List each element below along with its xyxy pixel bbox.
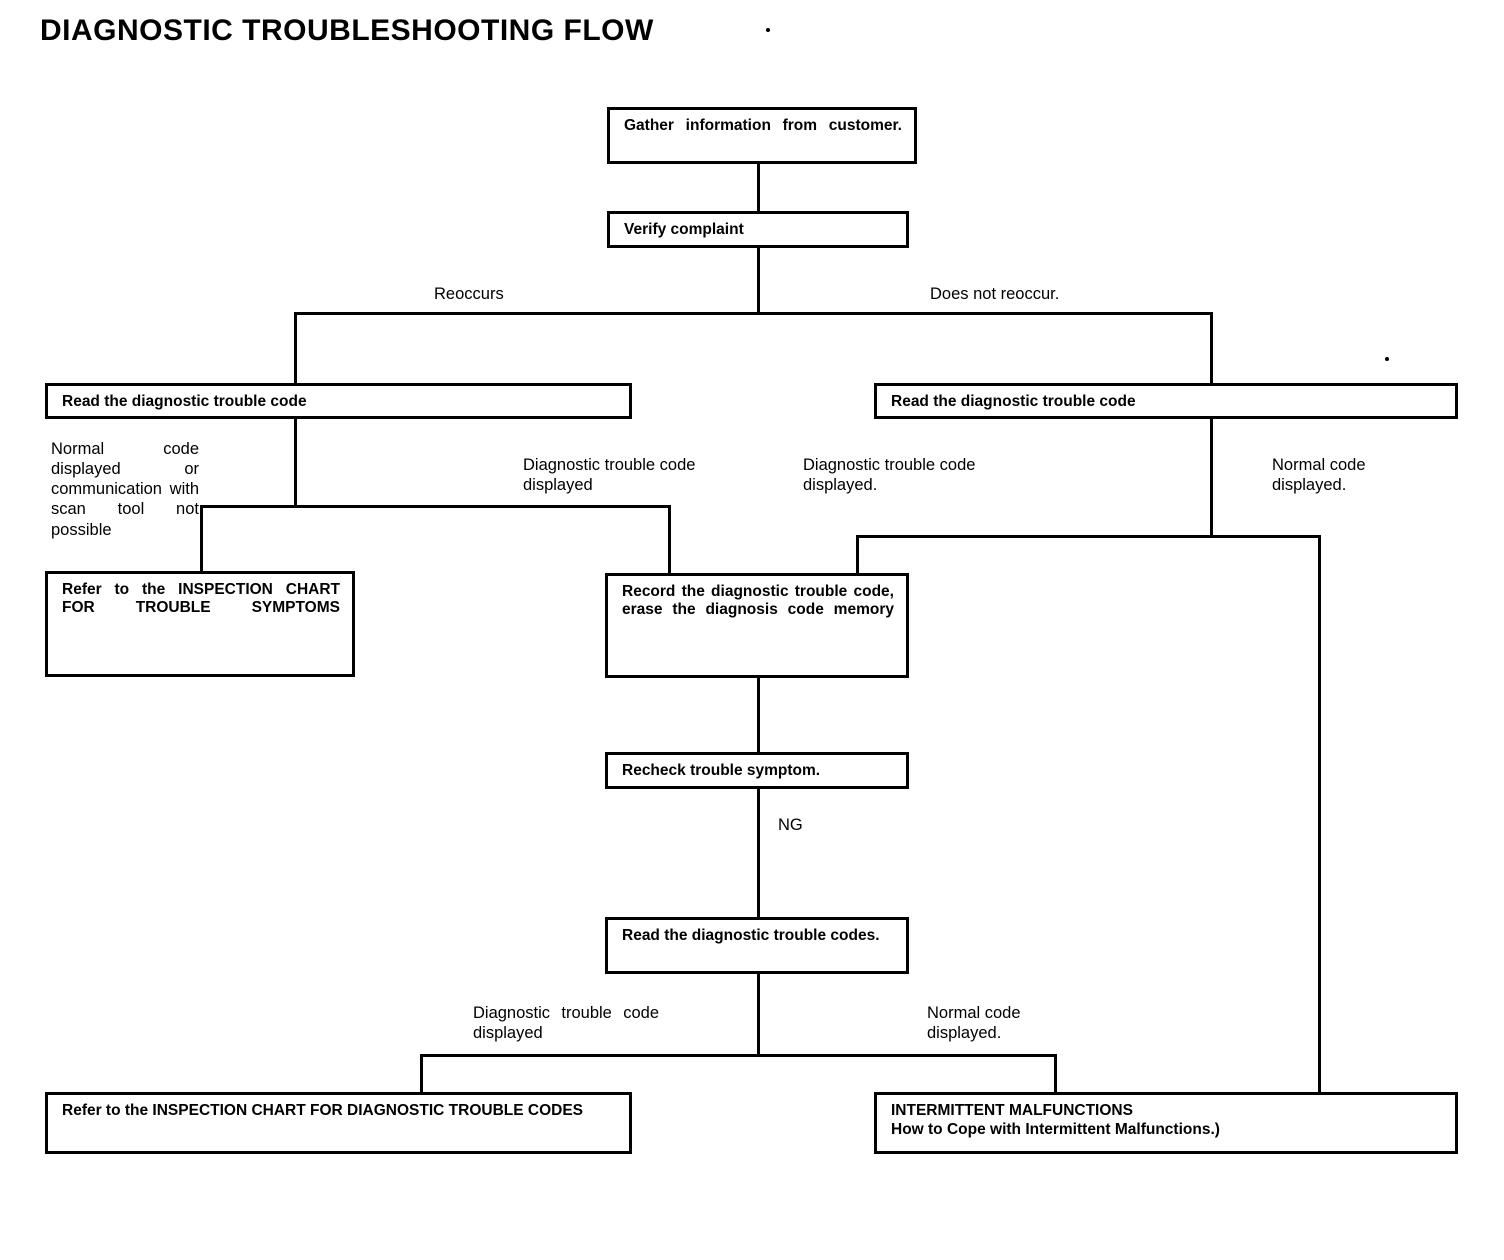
connector-bottom-left-leg <box>420 1054 423 1092</box>
node-read-dtc-left-label: Read the diagnostic trouble code <box>62 393 307 410</box>
node-refer-inspection-chart-codes-label: Refer to the INSPECTION CHART FOR DIAGNO… <box>62 1102 583 1119</box>
connector-verify-down <box>757 248 760 314</box>
edge-label-normal-or-no-communication: Normal code displayed or communication w… <box>51 440 199 539</box>
edge-label-dtc-displayed-left: Diagnostic trouble code displayed <box>523 456 696 495</box>
connector-left-to-record <box>668 505 671 573</box>
node-read-dtc-right[interactable]: Read the diagnostic trouble code <box>874 383 1458 419</box>
connector-right-bar <box>856 535 1321 538</box>
connector-split-bar-top <box>294 312 1213 315</box>
connector-right-to-record <box>856 535 859 573</box>
edge-label-does-not-reoccur: Does not reoccur. <box>930 285 1060 303</box>
page-title: DIAGNOSTIC TROUBLESHOOTING FLOW <box>40 14 654 47</box>
node-read-dtc-codes[interactable]: Read the diagnostic trouble codes. <box>605 917 909 974</box>
connector-recheck-to-read-codes <box>757 789 760 917</box>
connector-split-right-leg <box>1210 312 1213 384</box>
node-intermittent-malfunctions-line1: INTERMITTENT MALFUNCTIONS <box>891 1102 1133 1119</box>
connector-left-bar <box>200 505 671 508</box>
connector-left-to-inspection <box>200 505 203 573</box>
edge-label-dtc-displayed-right: Diagnostic trouble code displayed. <box>803 456 976 495</box>
node-refer-inspection-chart-symptoms-label: Refer to the INSPECTION CHART FOR TROUBL… <box>62 581 340 617</box>
node-intermittent-malfunctions[interactable]: INTERMITTENT MALFUNCTIONS How to Cope wi… <box>874 1092 1458 1154</box>
node-read-dtc-codes-label: Read the diagnostic trouble codes. <box>622 927 880 944</box>
node-record-erase-code-label: Record the diagnostic trouble code, eras… <box>622 583 894 619</box>
connector-right-box-down <box>1210 419 1213 535</box>
node-refer-inspection-chart-symptoms[interactable]: Refer to the INSPECTION CHART FOR TROUBL… <box>45 571 355 677</box>
node-read-dtc-left[interactable]: Read the diagnostic trouble code <box>45 383 632 419</box>
node-gather-information-label: Gather information from customer. <box>624 117 902 134</box>
node-intermittent-malfunctions-line2: How to Cope with Intermittent Malfunctio… <box>891 1121 1220 1139</box>
node-recheck-trouble-symptom-label: Recheck trouble symptom. <box>622 762 821 779</box>
node-verify-complaint-label: Verify complaint <box>624 221 744 238</box>
node-read-dtc-right-label: Read the diagnostic trouble code <box>891 393 1136 410</box>
connector-right-to-intermittent <box>1318 535 1321 1093</box>
connector-left-box-down <box>294 419 297 505</box>
node-gather-information[interactable]: Gather information from customer. <box>607 107 917 164</box>
connector-record-to-recheck <box>757 678 760 752</box>
node-verify-complaint[interactable]: Verify complaint <box>607 211 909 248</box>
node-record-erase-code[interactable]: Record the diagnostic trouble code, eras… <box>605 573 909 678</box>
edge-label-normal-displayed-bottom: Normal code displayed. <box>927 1004 1021 1043</box>
edge-label-normal-displayed-right: Normal code displayed. <box>1272 456 1366 495</box>
edge-label-dtc-displayed-bottom: Diagnostic trouble code displayed <box>473 1004 659 1043</box>
node-refer-inspection-chart-codes[interactable]: Refer to the INSPECTION CHART FOR DIAGNO… <box>45 1092 632 1154</box>
stray-speck-right-icon <box>1385 357 1389 361</box>
edge-label-ng: NG <box>778 816 803 834</box>
connector-bottom-right-leg <box>1054 1054 1057 1092</box>
connector-bottom-bar <box>420 1054 1057 1057</box>
connector-split-left-leg <box>294 312 297 384</box>
connector-gather-to-verify <box>757 164 760 211</box>
edge-label-reoccurs: Reoccurs <box>434 285 504 303</box>
connector-read-codes-down <box>757 974 760 1054</box>
title-speck-icon <box>766 28 770 32</box>
node-recheck-trouble-symptom[interactable]: Recheck trouble symptom. <box>605 752 909 789</box>
